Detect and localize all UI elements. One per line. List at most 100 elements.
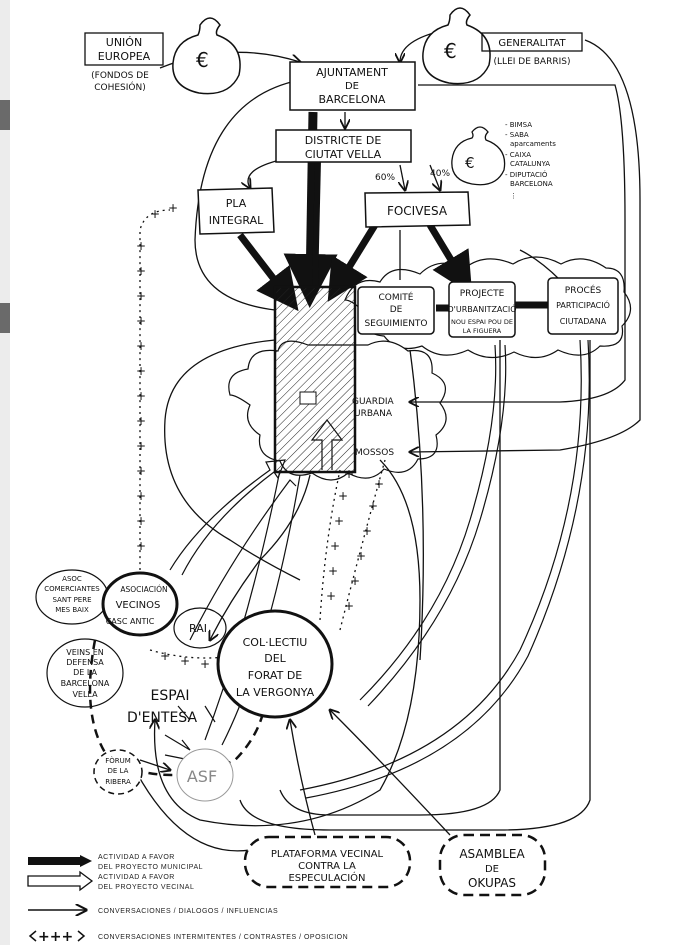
svg-text:FÒRUM: FÒRUM	[105, 756, 131, 765]
svg-text:PROCÉS: PROCÉS	[565, 284, 602, 296]
margin-marker	[0, 303, 10, 333]
svg-text:+: +	[180, 654, 190, 668]
svg-text:LA VERGONYA: LA VERGONYA	[236, 686, 315, 699]
svg-text:EUROPEA: EUROPEA	[98, 50, 151, 63]
svg-text:DEFENSA: DEFENSA	[66, 658, 104, 667]
svg-text:DISTRICTE DE: DISTRICTE DE	[305, 134, 382, 147]
svg-text:COHESIÓN): COHESIÓN)	[94, 81, 146, 93]
districte-box: DISTRICTE DE CIUTAT VELLA	[275, 129, 412, 163]
svg-text:BARCELONA: BARCELONA	[319, 93, 386, 106]
svg-text:UNIÓN: UNIÓN	[106, 36, 142, 49]
svg-text:ASF: ASF	[187, 767, 217, 786]
svg-text:ASOC: ASOC	[62, 575, 82, 583]
svg-text:CIUTAT VELLA: CIUTAT VELLA	[305, 148, 382, 161]
svg-text:BARCELONA: BARCELONA	[510, 180, 553, 188]
legend-conversaciones: CONVERSACIONES / DIALOGOS / INFLUENCIAS	[28, 908, 278, 915]
svg-text:ASAMBLEA: ASAMBLEA	[459, 847, 525, 861]
eu-money-bag-icon: €	[172, 17, 241, 95]
svg-text:ACTIVIDAD A FAVOR: ACTIVIDAD A FAVOR	[98, 874, 175, 881]
espai-entesa-node: ESPAI D'ENTESA	[88, 639, 269, 777]
svg-text:+: +	[168, 201, 178, 215]
svg-text:+: +	[328, 564, 338, 578]
plataforma-vecinal-node: PLATAFORMA VECINAL CONTRA LA ESPECULACIÓ…	[243, 835, 412, 889]
generalitat-box: GENERALITAT (LLEI DE BARRIS)	[481, 32, 583, 67]
svg-text:(FONDOS DE: (FONDOS DE	[91, 71, 149, 81]
asf-node: ASF	[176, 748, 234, 802]
svg-text:- SABA: - SABA	[505, 131, 529, 139]
svg-text:ESPAI: ESPAI	[151, 688, 190, 704]
svg-text:+: +	[136, 314, 146, 328]
svg-text:⋮: ⋮	[510, 192, 517, 200]
svg-text:+: +	[338, 489, 348, 503]
central-municipal-project-block	[273, 285, 357, 474]
asociacion-vecinos-node: ASOCIACIÓN VECINOS CASC ANTIC	[101, 571, 179, 637]
asoc-comerciantes-node: ASOC COMERCIANTES SANT PERE MES BAIX	[35, 569, 109, 625]
svg-text:RAI: RAI	[189, 622, 207, 635]
svg-text:+: +	[356, 549, 366, 563]
svg-text:+: +	[136, 339, 146, 353]
union-europea-box: UNIÓN EUROPEA	[84, 32, 164, 66]
percent-60-label: 60%	[375, 173, 395, 183]
legend-municipal: ACTIVIDAD A FAVOR DEL PROYECTO MUNICIPAL	[28, 854, 203, 871]
svg-text:+: +	[136, 364, 146, 378]
svg-text:URBANA: URBANA	[354, 409, 393, 419]
svg-text:DEL PROYECTO VECINAL: DEL PROYECTO VECINAL	[98, 884, 194, 891]
svg-text:PLA: PLA	[226, 197, 247, 210]
svg-text:+: +	[136, 464, 146, 478]
generalitat-money-bag-icon: €	[422, 7, 491, 85]
svg-text:COL·LECTIU: COL·LECTIU	[243, 636, 308, 649]
ajuntament-box: AJUNTAMENT DE BARCELONA	[289, 61, 416, 111]
svg-text:+: +	[350, 574, 360, 588]
svg-text:COMERCIANTES: COMERCIANTES	[44, 585, 100, 593]
svg-text:INTEGRAL: INTEGRAL	[209, 214, 264, 227]
svg-text:DE: DE	[345, 81, 359, 92]
focivesa-box: FOCIVESA	[364, 191, 471, 228]
svg-text:€: €	[444, 39, 457, 63]
svg-text:- BIMSA: - BIMSA	[505, 121, 532, 129]
svg-text:D'ENTESA: D'ENTESA	[127, 710, 197, 726]
percent-40-label: 40%	[430, 169, 450, 179]
legend-vecinal: ACTIVIDAD A FAVOR DEL PROYECTO VECINAL	[27, 870, 194, 892]
svg-text:D'URBANITZACIÓ: D'URBANITZACIÓ	[447, 303, 516, 314]
svg-text:PLATAFORMA VECINAL: PLATAFORMA VECINAL	[271, 849, 384, 860]
collectiu-forat-node: COL·LECTIU DEL FORAT DE LA VERGONYA	[216, 609, 334, 719]
fondos-cohesion-label: (FONDOS DE COHESIÓN)	[91, 71, 149, 93]
svg-text:DEL: DEL	[264, 652, 286, 665]
svg-text:DEL PROYECTO MUNICIPAL: DEL PROYECTO MUNICIPAL	[98, 864, 203, 871]
svg-text:+: +	[136, 439, 146, 453]
svg-text:+: +	[136, 539, 146, 553]
svg-text:- DIPUTACIÓ: - DIPUTACIÓ	[505, 170, 548, 179]
svg-text:CASC ANTIC: CASC ANTIC	[106, 617, 155, 626]
svg-text:ESPECULACIÓN: ESPECULACIÓN	[288, 871, 365, 884]
svg-text:PARTICIPACIÓ: PARTICIPACIÓ	[556, 299, 610, 310]
asamblea-okupas-node: ASAMBLEA DE OKUPAS	[438, 833, 547, 897]
svg-text:NOU ESPAI POU DE: NOU ESPAI POU DE	[451, 318, 513, 326]
legend: ACTIVIDAD A FAVOR DEL PROYECTO MUNICIPAL…	[27, 854, 348, 945]
svg-text:DE: DE	[485, 864, 499, 875]
svg-text:+: +	[136, 289, 146, 303]
projecte-urbanitzacio-box: PROJECTE D'URBANITZACIÓ NOU ESPAI POU DE…	[447, 281, 517, 338]
svg-text:LA FIGUERA: LA FIGUERA	[463, 327, 502, 335]
svg-text:- CAIXA: - CAIXA	[505, 151, 531, 159]
svg-text:MES BAIX: MES BAIX	[55, 606, 89, 614]
svg-text:€: €	[465, 154, 475, 172]
svg-text:FOCIVESA: FOCIVESA	[387, 204, 448, 218]
svg-text:+: +	[344, 599, 354, 613]
svg-text:+: +	[136, 414, 146, 428]
svg-text:+: +	[150, 207, 160, 221]
margin-marker	[0, 100, 10, 130]
svg-text:+: +	[326, 589, 336, 603]
svg-text:CONTRA LA: CONTRA LA	[298, 861, 356, 872]
svg-text:GENERALITAT: GENERALITAT	[498, 38, 566, 49]
svg-text:CIUTADANA: CIUTADANA	[560, 317, 607, 326]
svg-text:DE: DE	[390, 305, 403, 315]
svg-text:+: +	[136, 514, 146, 528]
svg-text:+: +	[136, 264, 146, 278]
svg-text:ACTIVIDAD A FAVOR: ACTIVIDAD A FAVOR	[98, 854, 175, 861]
svg-text:+: +	[362, 524, 372, 538]
svg-text:FORAT DE: FORAT DE	[248, 669, 303, 682]
svg-text:RIBERA: RIBERA	[105, 778, 131, 786]
svg-text:+: +	[368, 499, 378, 513]
svg-text:GUARDIA: GUARDIA	[352, 397, 395, 407]
guardia-urbana-label: GUARDIA URBANA	[352, 397, 395, 419]
